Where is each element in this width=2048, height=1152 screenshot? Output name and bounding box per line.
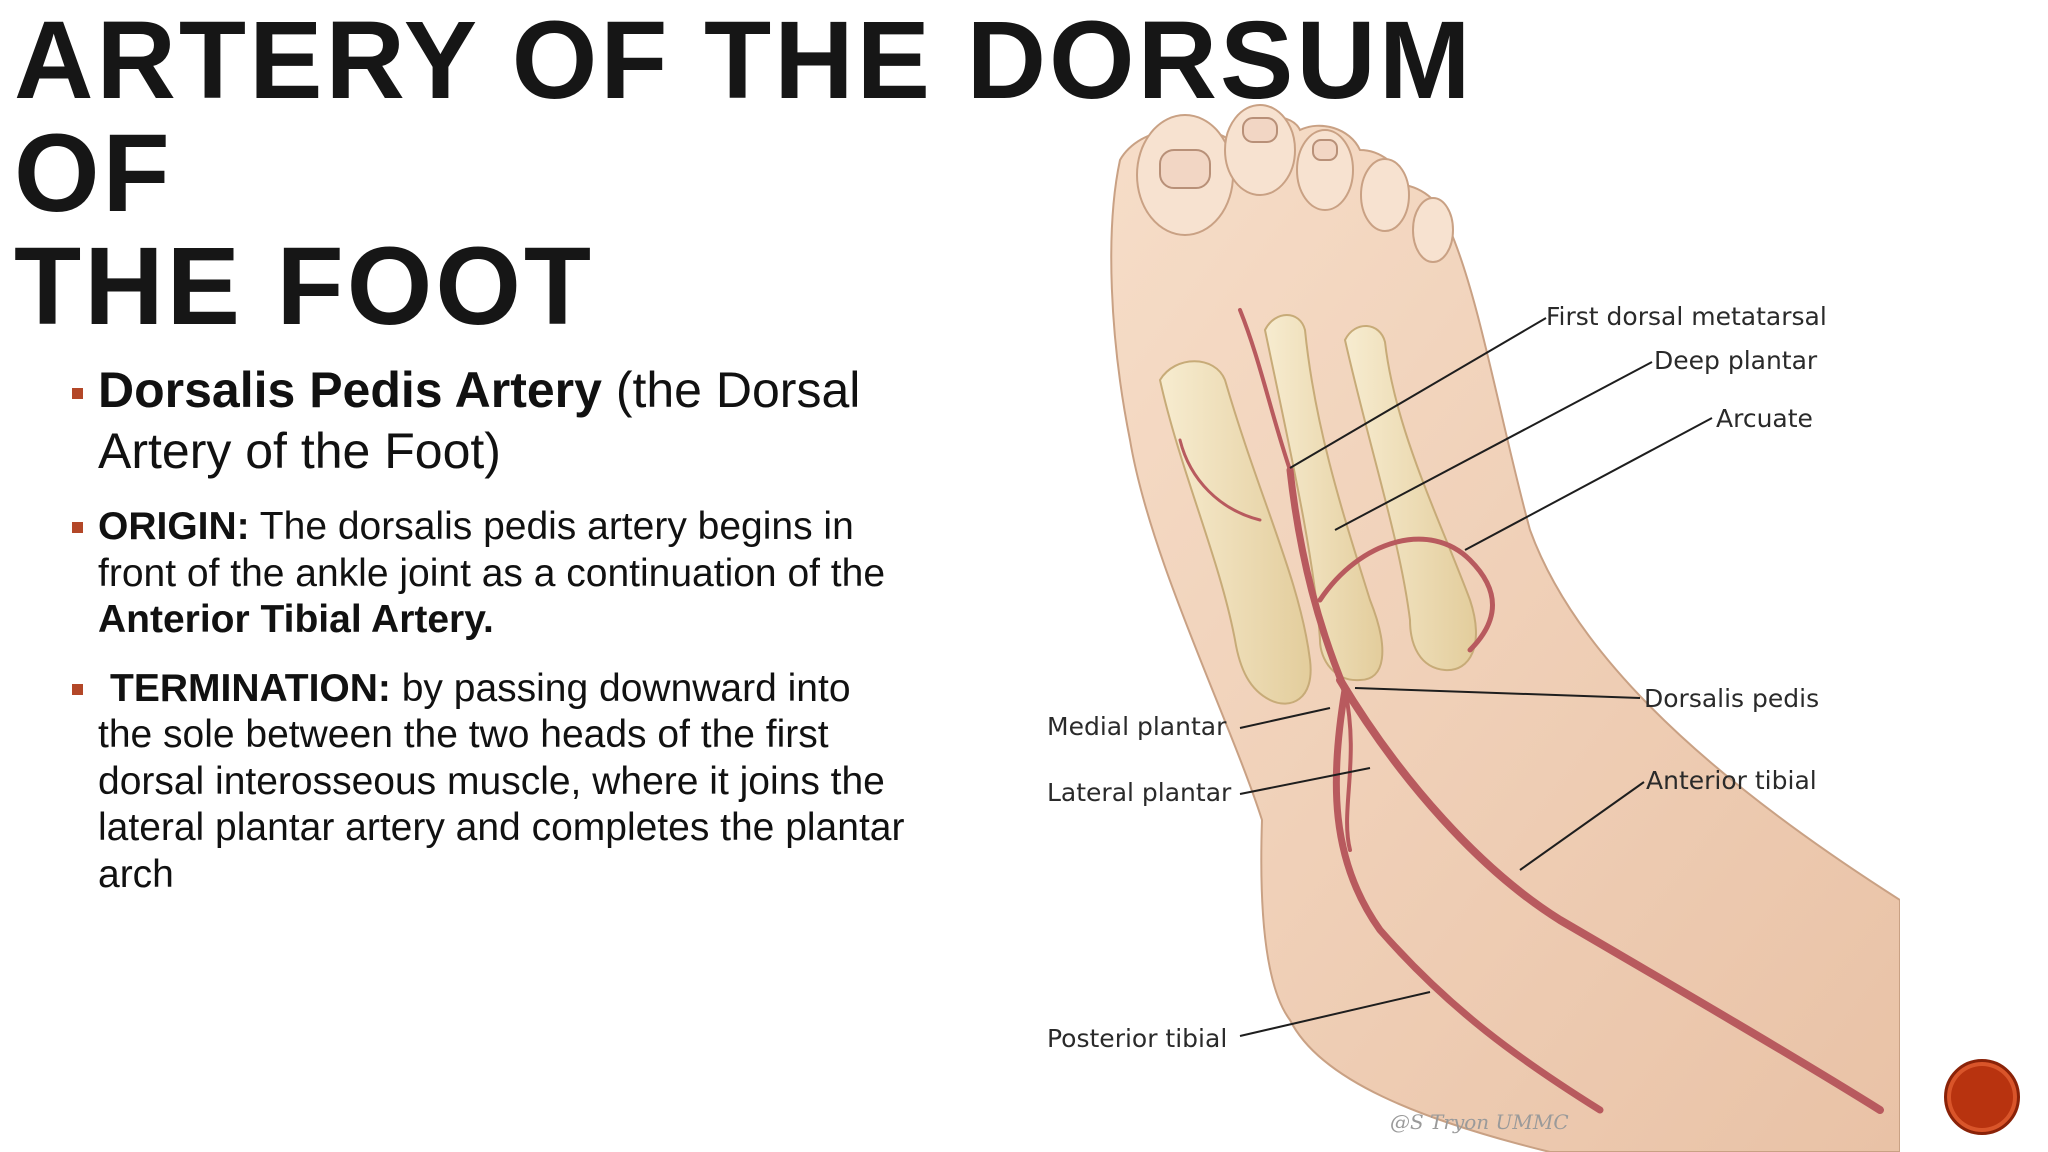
title-line-2: THE FOOT bbox=[14, 225, 595, 348]
medial-branch bbox=[1178, 438, 1262, 522]
first-dorsal-metatarsal-artery bbox=[1238, 308, 1292, 472]
anterior-tibial-artery bbox=[1336, 676, 1884, 1114]
slide-title: ARTERY OF THE DORSUM OF THE FOOT bbox=[14, 4, 1634, 343]
label-posterior-tibial: Posterior tibial bbox=[1047, 1024, 1228, 1053]
dorsalis-pedis-artery bbox=[1286, 466, 1349, 694]
label-anterior-tibial: Anterior tibial bbox=[1646, 766, 1817, 795]
bullet-marker-icon bbox=[72, 388, 83, 399]
bullet-item: ORIGIN: The dorsalis pedis artery begins… bbox=[72, 504, 912, 644]
posterior-tibial-artery bbox=[1332, 686, 1604, 1114]
bullet-bold: TERMINATION: bbox=[110, 666, 391, 710]
leader-lines bbox=[1239, 317, 1713, 1037]
label-lateral-plantar: Lateral plantar bbox=[1047, 778, 1232, 807]
plantar-branch bbox=[1343, 688, 1353, 852]
title-line-1: ARTERY OF THE DORSUM OF bbox=[14, 0, 1474, 235]
bullet-bold: ORIGIN: bbox=[98, 505, 250, 548]
metatarsal-bones bbox=[1158, 314, 1477, 705]
bullet-bold-term: Anterior Tibial Artery. bbox=[98, 598, 494, 641]
bullet-marker-icon bbox=[72, 683, 83, 695]
arteries bbox=[1178, 308, 1884, 1114]
foot-anatomy-illustration bbox=[1110, 104, 1900, 1152]
label-dorsalis-pedis: Dorsalis pedis bbox=[1644, 684, 1820, 713]
bullet-text: The dorsalis pedis artery begins in fron… bbox=[98, 505, 886, 595]
arcuate-artery bbox=[1317, 536, 1495, 653]
bullet-bold: Dorsalis Pedis Artery bbox=[98, 362, 602, 418]
label-first-dorsal-metatarsal: First dorsal metatarsal bbox=[1546, 302, 1827, 331]
bullet-text: (the Dorsal Artery of the Foot) bbox=[98, 362, 861, 479]
toenails bbox=[1159, 117, 1338, 189]
label-arcuate: Arcuate bbox=[1716, 404, 1813, 433]
bullet-text: by passing downward into the sole betwee… bbox=[98, 666, 905, 896]
illustrator-signature: @S Tryon UMMC bbox=[1390, 1110, 1569, 1134]
bullet-list: Dorsalis Pedis Artery (the Dorsal Artery… bbox=[72, 360, 912, 920]
label-medial-plantar: Medial plantar bbox=[1047, 712, 1227, 741]
bullet-item: Dorsalis Pedis Artery (the Dorsal Artery… bbox=[72, 360, 912, 482]
bullet-marker-icon bbox=[72, 522, 83, 533]
toes bbox=[1136, 104, 1454, 263]
bullet-item: TERMINATION: by passing downward into th… bbox=[72, 666, 912, 899]
foot-shape bbox=[1110, 115, 1900, 1152]
label-deep-plantar: Deep plantar bbox=[1654, 346, 1818, 375]
circle-button-icon[interactable] bbox=[1944, 1059, 2020, 1135]
